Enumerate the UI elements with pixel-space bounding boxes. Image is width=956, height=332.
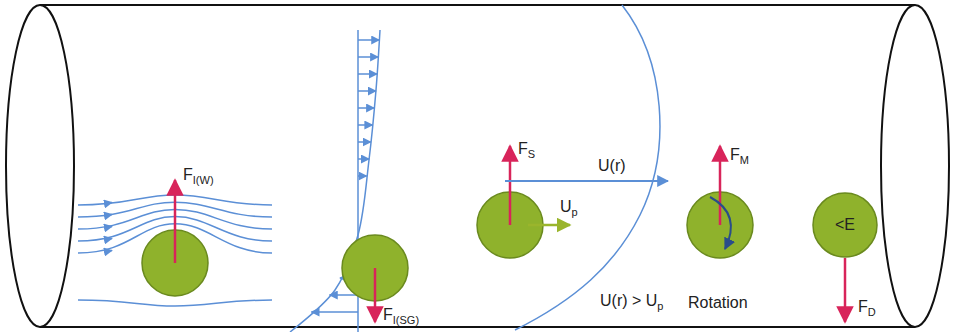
- streamline-arrow: [104, 215, 112, 217]
- streamline-arrow: [104, 227, 112, 229]
- profile-arrow: [358, 141, 371, 143]
- streamline-arrow: [104, 239, 112, 241]
- profile-arrow: [358, 90, 376, 92]
- particle-shape: [813, 193, 877, 257]
- force-arrows: [175, 146, 845, 322]
- particles: [142, 192, 753, 301]
- streamline-arrow: [104, 203, 112, 205]
- profile-arrow: [358, 56, 378, 58]
- tube-outline: [6, 5, 949, 327]
- label-subscript: M: [740, 154, 749, 166]
- profile-arrow: [358, 73, 377, 75]
- label-subscript: S: [528, 148, 535, 160]
- force-label: FM: [730, 146, 749, 164]
- force-label: Up: [560, 198, 578, 216]
- label-subscript: D: [868, 306, 876, 318]
- particle-velocity-arrow: [528, 224, 570, 227]
- label-subscript: I(SG): [393, 314, 419, 326]
- force-label: U(r) > Up: [600, 292, 663, 310]
- force-label: FS: [518, 140, 535, 158]
- label-main: F: [183, 166, 193, 183]
- label-main: U(r) > U: [600, 292, 657, 309]
- particle-circle: <E: [812, 192, 878, 258]
- streamline-arrow: [104, 251, 112, 253]
- profile-arrow: [330, 294, 358, 296]
- label-main: F: [383, 306, 393, 323]
- velocity-profile-curve: [515, 5, 660, 330]
- force-label: Rotation: [688, 294, 748, 312]
- label-subscript: I(W): [193, 174, 214, 186]
- label-subscript: p: [657, 300, 663, 312]
- profile-arrow: [358, 175, 367, 177]
- force-label: U(r): [598, 157, 626, 175]
- force-label: FI(SG): [383, 306, 419, 324]
- force-label: FD: [858, 298, 876, 316]
- label-main: F: [518, 140, 528, 157]
- profile-arrow: [358, 124, 373, 126]
- label-subscript: p: [572, 206, 578, 218]
- streamline: [78, 300, 272, 306]
- profile-arrow: [358, 39, 379, 41]
- particle-text: <E: [812, 192, 878, 258]
- flow-velocity-arrow: [505, 180, 668, 182]
- profile-arrow: [358, 107, 374, 109]
- label-main: F: [858, 298, 868, 315]
- profile-arrow: [358, 158, 369, 160]
- rotation-arrow: [710, 197, 731, 249]
- force-label: FI(W): [183, 166, 214, 184]
- profile-arrow: [311, 311, 358, 313]
- label-main: U: [560, 198, 572, 215]
- label-main: F: [730, 146, 740, 163]
